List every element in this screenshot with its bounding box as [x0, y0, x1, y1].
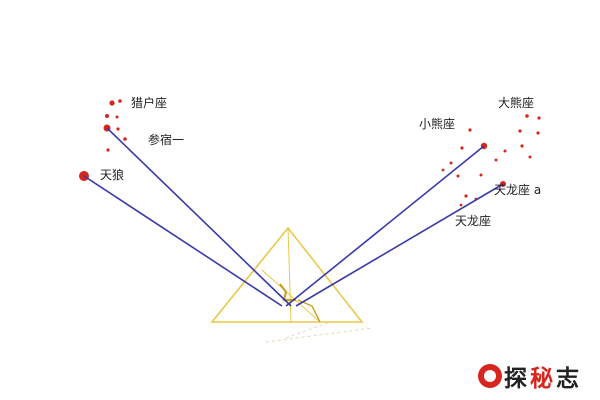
label-orion: 猎户座 — [131, 96, 168, 110]
ray-to-draco — [295, 183, 504, 307]
ray-to-ursa-minor — [285, 145, 485, 307]
label-draco-alpha: 天龙座 a — [494, 183, 542, 197]
star — [116, 127, 120, 131]
star — [441, 168, 445, 172]
star — [468, 128, 472, 132]
star — [503, 149, 507, 153]
pyramid-axis — [287, 227, 292, 323]
star — [479, 173, 483, 177]
star — [518, 129, 522, 133]
sight-rays — [83, 127, 504, 307]
label-draco: 天龙座 — [455, 214, 492, 228]
star — [525, 114, 529, 118]
star — [109, 100, 115, 106]
pyramid-inner-line — [261, 269, 321, 323]
watermark-logo: 探 秘 志 — [478, 360, 580, 392]
star — [123, 137, 127, 141]
watermark-char: 探 — [504, 366, 528, 392]
ray-to-orion — [106, 127, 292, 307]
star — [464, 194, 468, 198]
star — [106, 148, 110, 152]
logo-icon — [478, 364, 502, 388]
label-sirius: 天狼 — [100, 168, 125, 182]
watermark-char: 志 — [556, 366, 580, 392]
orion-stars — [103, 99, 127, 152]
star — [528, 155, 532, 159]
ground-lines — [265, 321, 373, 343]
watermark-char: 秘 — [530, 366, 554, 392]
star — [537, 116, 541, 120]
star — [460, 146, 464, 150]
label-ursa-minor: 小熊座 — [419, 117, 456, 131]
star — [115, 115, 119, 119]
star — [536, 131, 540, 135]
star — [449, 161, 453, 165]
star — [459, 203, 463, 207]
ray-to-sirius — [83, 175, 283, 307]
kings-chamber-shaft — [279, 283, 296, 302]
star — [456, 174, 460, 178]
star — [494, 158, 498, 162]
northern-stars — [441, 114, 541, 207]
star — [520, 144, 524, 148]
star — [105, 114, 109, 118]
label-ursa-major: 大熊座 — [498, 96, 535, 110]
label-orions-belt-star: 参宿一 — [148, 133, 185, 147]
star — [118, 99, 122, 103]
